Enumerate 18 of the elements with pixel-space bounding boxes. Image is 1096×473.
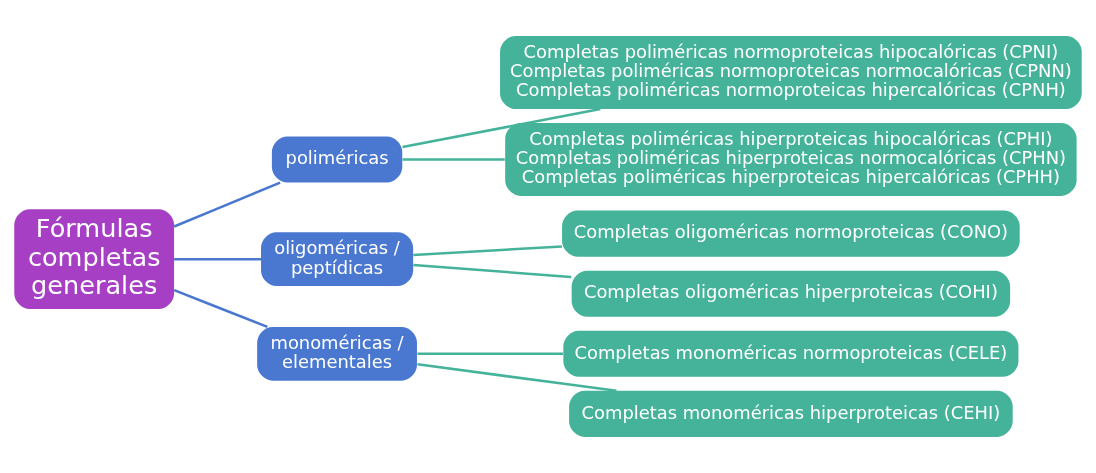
- connector: [402, 158, 505, 161]
- connector: [417, 352, 564, 356]
- node-box: monoméricas / elementales: [257, 326, 417, 381]
- connector: [413, 245, 562, 257]
- node-box: Completas monoméricas normoproteicas (CELE): [563, 330, 1019, 377]
- connector: [413, 263, 572, 279]
- node-box: Completas monoméricas hiperproteicas (CEHI): [569, 390, 1013, 437]
- node-box: Completas poliméricas hiperproteicas hipocalóricas (CPHI) Completas poliméricas hiperproteicas normocalóricas (CPHN) Completas poliméricas hiperproteicas hipercalóricas (CPHH): [505, 123, 1077, 196]
- node-box: poliméricas: [271, 136, 403, 183]
- node-box: Fórmulas completas generales: [14, 209, 175, 310]
- connector: [173, 288, 268, 329]
- node-box: Completas oligoméricas normoproteicas (CONO): [562, 210, 1020, 257]
- node-box: Completas poliméricas normoproteicas hipocalóricas (CPNI) Completas poliméricas normoproteicas normocalóricas (CPNN) Completas poliméricas normoproteicas hipercalóricas (CPNH): [500, 36, 1082, 109]
- node-box: oligoméricas / peptídicas: [261, 232, 414, 287]
- node-box: Completas oligoméricas hiperproteicas (COHI): [571, 270, 1011, 317]
- connector: [417, 363, 617, 393]
- connector: [174, 257, 261, 261]
- connector: [173, 181, 281, 228]
